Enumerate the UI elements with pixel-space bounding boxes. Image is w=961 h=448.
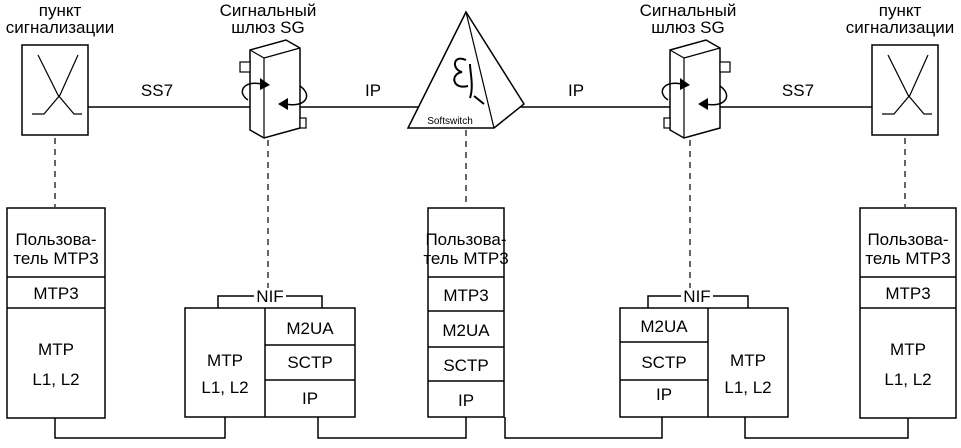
left-sg-ip: IP xyxy=(302,389,318,408)
right-nif-label: NIF xyxy=(683,287,710,306)
right-sp-user-line2: тель МТР3 xyxy=(865,249,950,268)
left-nif-label: NIF xyxy=(256,287,283,306)
sg-left-title-2: шлюз SG xyxy=(231,18,304,37)
softswitch-label: Softswitch xyxy=(427,116,473,127)
link-label-right-ip: IP xyxy=(568,81,584,100)
softswitch-ip: IP xyxy=(458,391,474,410)
right-sp-mtp-line1: МТР xyxy=(890,340,926,359)
sg-left-title-1: Сигнальный xyxy=(220,1,317,20)
softswitch-sctp: SCTP xyxy=(443,356,488,375)
signalling-point-right: пункт сигнализации xyxy=(846,1,954,136)
sg-right-convert-arrow-icon xyxy=(661,82,683,101)
right-sp-user-line1: Пользова- xyxy=(867,230,948,249)
softswitch-logo-icon xyxy=(453,57,485,105)
right-sg-mtp-line2: L1, L2 xyxy=(724,378,771,397)
left-sp-user-line2: тель МТР3 xyxy=(13,249,98,268)
link-label-left-ip: IP xyxy=(365,81,381,100)
link-sg-right-to-sp-right xyxy=(744,417,909,439)
right-sg-mtp-line1: МТР xyxy=(730,351,766,370)
signalling-gateway-left: Сигнальный шлюз SG xyxy=(220,1,317,139)
softswitch-user-line2: тель МТР3 xyxy=(423,249,508,268)
stack-right-sg: NIF M2UA SCTP IP МТР L1, L2 xyxy=(619,287,789,418)
sp-right-title-1: пункт xyxy=(879,1,922,20)
right-sp-mtp3: МТР3 xyxy=(885,284,930,303)
link-sp-left-to-sg-left xyxy=(54,417,226,439)
left-sp-mtp-line1: МТР xyxy=(38,340,74,359)
sp-right-switch-icon xyxy=(887,54,932,115)
sp-left-title-1: пункт xyxy=(39,1,82,20)
link-label-left-ss7: SS7 xyxy=(141,81,173,100)
sp-right-title-2: сигнализации xyxy=(846,18,954,37)
sg-right-title-2: шлюз SG xyxy=(651,18,724,37)
sg-left-convert-arrow-icon xyxy=(241,82,263,101)
left-sg-mtp-line1: МТР xyxy=(207,351,243,370)
signalling-gateway-right: Сигнальный шлюз SG xyxy=(640,1,737,139)
sp-left-title-2: сигнализации xyxy=(6,18,114,37)
left-sp-mtp3: МТР3 xyxy=(33,284,78,303)
sg-left-port-icon xyxy=(239,61,251,73)
right-sp-mtp-line2: L1, L2 xyxy=(884,370,931,389)
right-sg-sctp: SCTP xyxy=(641,353,686,372)
right-sg-ip: IP xyxy=(656,385,672,404)
softswitch-mtp3: МТР3 xyxy=(443,286,488,305)
softswitch-user-line1: Пользова- xyxy=(425,230,506,249)
softswitch-node: Softswitch xyxy=(406,10,525,129)
left-sp-user-line1: Пользова- xyxy=(15,230,96,249)
stack-right-sp: Пользова- тель МТР3 МТР3 МТР L1, L2 xyxy=(859,207,957,419)
link-label-right-ss7: SS7 xyxy=(782,81,814,100)
stack-left-sg: NIF МТР L1, L2 M2UA SCTP IP xyxy=(184,287,356,418)
left-sp-mtp-line2: L1, L2 xyxy=(32,370,79,389)
left-sg-m2ua: M2UA xyxy=(286,319,334,338)
link-softswitch-to-sg-right xyxy=(504,417,663,439)
sg-right-body xyxy=(669,39,721,139)
sg-right-port-icon xyxy=(719,61,731,73)
stack-left-sp: Пользова- тель МТР3 МТР3 МТР L1, L2 xyxy=(6,207,106,419)
stack-softswitch: Пользова- тель МТР3 МТР3 M2UA SCTP IP xyxy=(423,207,509,418)
left-sg-sctp: SCTP xyxy=(287,353,332,372)
signalling-point-left: пункт сигнализации xyxy=(6,1,114,136)
sp-left-switch-icon xyxy=(37,54,82,115)
right-sg-m2ua: M2UA xyxy=(640,317,688,336)
link-sg-left-to-softswitch xyxy=(317,417,467,439)
softswitch-m2ua: M2UA xyxy=(442,321,490,340)
dashed-connectors xyxy=(54,130,906,293)
left-sg-mtp-line2: L1, L2 xyxy=(201,378,248,397)
softswitch-pyramid xyxy=(406,10,525,129)
sg-right-title-1: Сигнальный xyxy=(640,1,737,20)
